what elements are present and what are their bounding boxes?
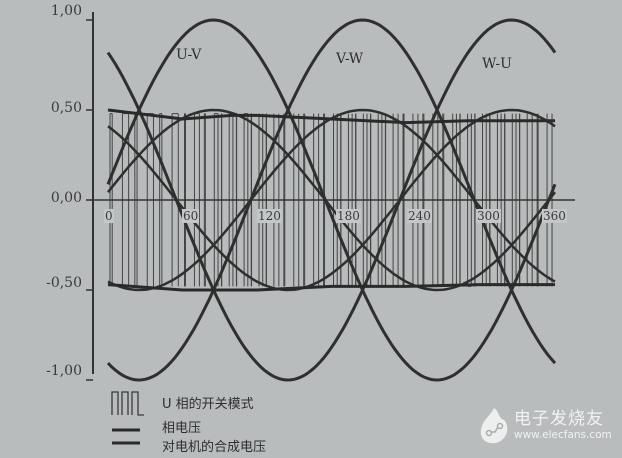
- legend-label-phase-voltage: 相电压: [162, 421, 202, 436]
- y-tick-label: 0,00: [50, 190, 82, 206]
- y-tick-label: -0,50: [46, 275, 82, 291]
- x-tick-label: 180: [336, 209, 361, 223]
- watermark: 电子发烧友 www.elecfans.com: [478, 402, 618, 452]
- y-tick-label: -1,00: [46, 363, 82, 379]
- x-tick-label: 60: [182, 209, 200, 223]
- watermark-url: www.elecfans.com: [514, 429, 612, 441]
- elecfans-logo-icon: [480, 408, 508, 444]
- legend-symbols: [111, 391, 144, 445]
- x-tick-label: 0: [104, 209, 114, 223]
- curve-label-vw: V-W: [336, 51, 364, 67]
- x-tick-label: 300: [476, 209, 501, 223]
- legend-label-resultant-voltage: 对电机的合成电压: [162, 440, 267, 455]
- y-tick-label: 0,50: [50, 100, 82, 116]
- x-tick-label: 240: [407, 209, 432, 223]
- legend-label-switching: U 相的开关模式: [162, 397, 254, 412]
- axes: [86, 12, 575, 381]
- curve-label-wu: W-U: [482, 56, 512, 72]
- y-tick-label: 1,00: [50, 3, 82, 19]
- x-tick-label: 360: [542, 209, 567, 223]
- curve-label-uv: U-V: [176, 47, 202, 63]
- watermark-title: 电子发烧友: [514, 409, 604, 429]
- x-tick-label: 120: [257, 209, 282, 223]
